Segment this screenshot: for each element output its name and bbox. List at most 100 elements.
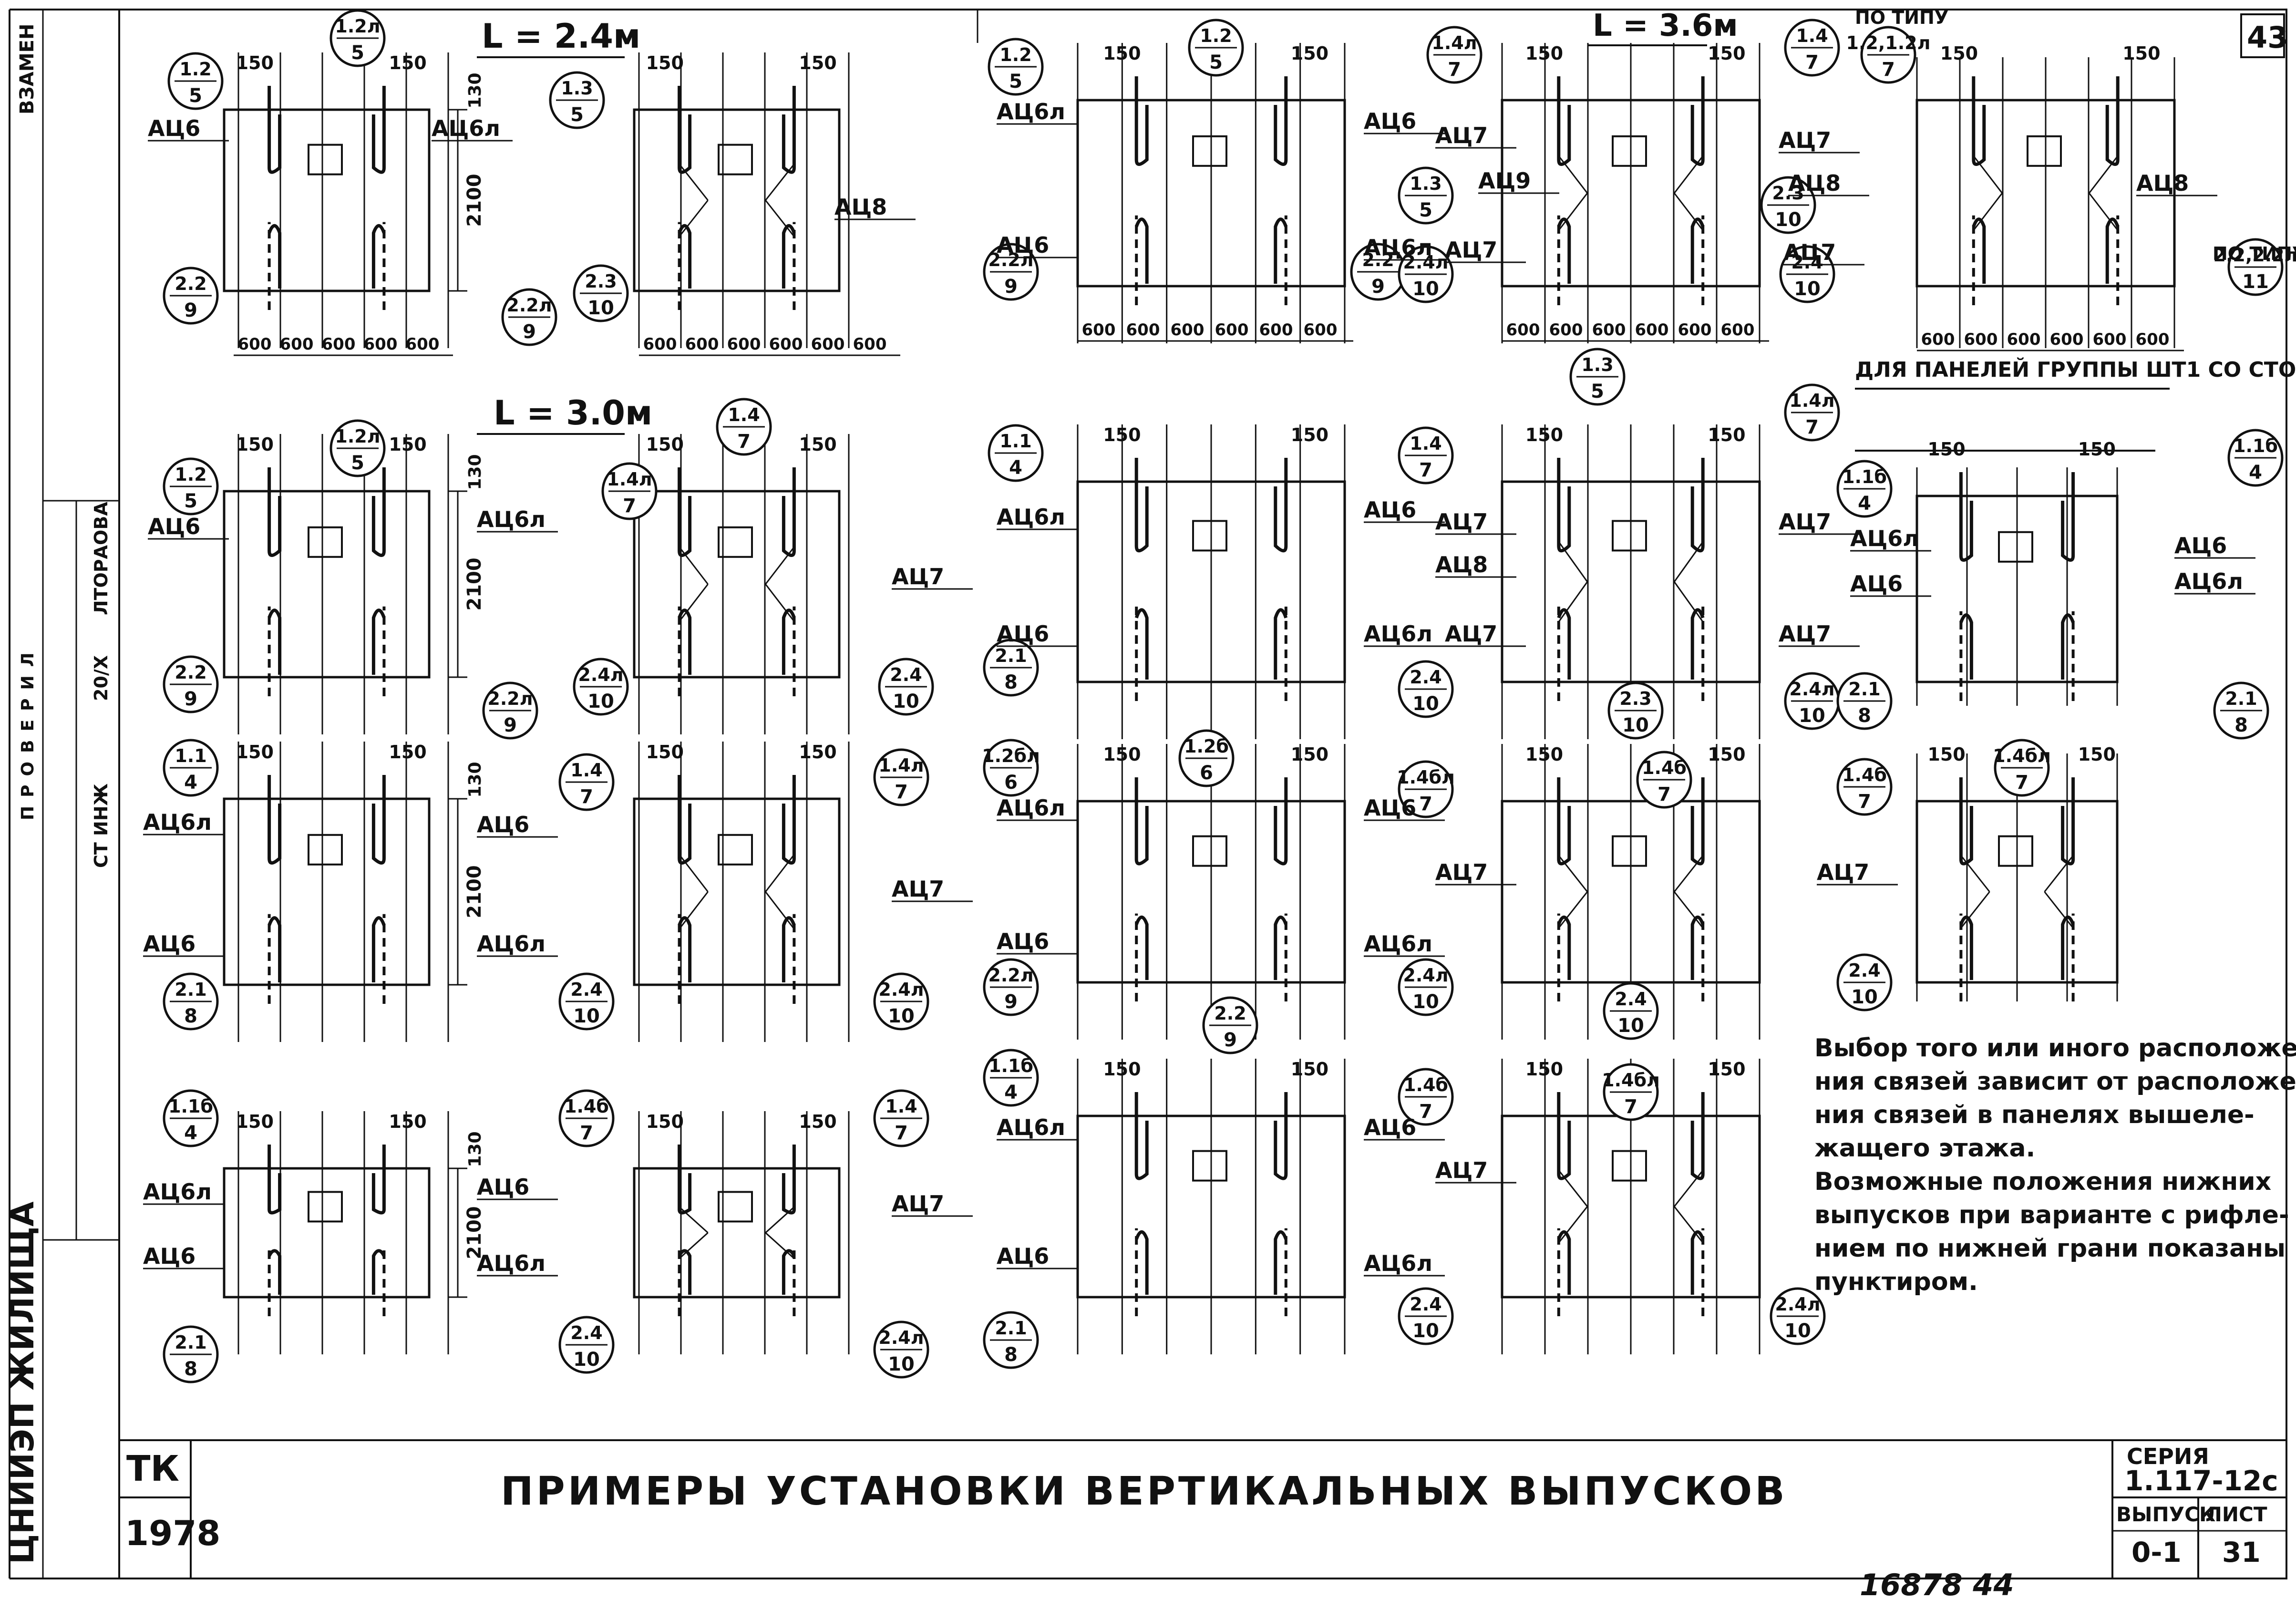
dim-150: 150 [1525, 1059, 1563, 1080]
callout-bubble: 2.18 [1836, 672, 1893, 730]
dim-150: 150 [1103, 744, 1141, 765]
note-line: Выбор того или иного расположе- [1814, 1034, 2296, 1063]
rebar-hook-top [1134, 76, 1149, 166]
dim-150: 150 [646, 1111, 684, 1132]
rebar-label: АЦ6 [477, 1174, 529, 1200]
bubble-numerator: 1.4л [1431, 32, 1477, 53]
rebar-hook-bottom [782, 224, 796, 289]
callout-bubble: 1.4л7 [1784, 383, 1840, 442]
bubble-numerator: 1.4 [1796, 25, 1828, 46]
brace [679, 584, 709, 622]
brace [1558, 891, 1588, 928]
panel-outline [633, 490, 841, 679]
dim-600: 600 [1964, 330, 1998, 349]
stamp-org: ЦНИИЭП ЖИЛИЩА [4, 1201, 41, 1564]
rebar-label: АЦ7 [1435, 123, 1488, 148]
callout-bubble: 2.410 [1398, 660, 1454, 718]
callout-bubble: 2.2л9 [482, 681, 538, 740]
rebar-label: АЦ7 [1435, 1157, 1488, 1183]
dim-130: 130 [465, 72, 485, 108]
rebar-hook-bottom [371, 609, 386, 675]
bubble-numerator: 2.4 [1791, 252, 1823, 273]
rebar-hook-bottom [2061, 915, 2075, 980]
bubble-numerator: 1.2л [335, 426, 380, 447]
rebar-hook-top [1134, 458, 1149, 553]
rebar-hook-bottom [371, 916, 386, 982]
dim-600: 600 [2050, 330, 2084, 349]
series-label: СЕРИЯ [2127, 1444, 2209, 1469]
dim-150: 150 [1927, 744, 1965, 765]
rebar-hook-bottom [1557, 608, 1571, 680]
note-line: нием по нижней грани показаны [1814, 1234, 2286, 1263]
bubble-denominator: 9 [504, 714, 517, 736]
rebar-label: АЦ7 [1435, 509, 1488, 535]
rebar-label: АЦ6л [997, 1114, 1065, 1140]
dim-600: 600 [280, 335, 314, 354]
bubble-numerator: 2.4 [570, 1322, 602, 1343]
dim-150: 150 [1525, 43, 1563, 64]
list-label: ЛИСТ [2205, 1503, 2267, 1526]
rebar-hook-top [2061, 777, 2075, 866]
dim-600: 600 [406, 335, 440, 354]
rebar-hook-top [782, 775, 796, 865]
stamp-vzamen: ВЗАМЕН [16, 24, 38, 114]
dim-150: 150 [646, 742, 684, 763]
rebar-label: АЦ6л [997, 504, 1065, 530]
issue-label: ВЫПУСК [2116, 1503, 2215, 1526]
callout-bubble: 2.310 [573, 264, 629, 322]
dim-150: 150 [1103, 1059, 1141, 1080]
bubble-denominator: 8 [184, 1358, 197, 1380]
callout-bubble: 1.1б4 [2227, 429, 2284, 487]
brace [2089, 155, 2119, 194]
dim-150: 150 [646, 52, 684, 73]
dim-150: 150 [389, 1111, 426, 1132]
bubble-numerator: 1.4 [728, 404, 760, 425]
bubble-numerator: 1.4л [878, 755, 924, 776]
panel-outline [223, 797, 431, 986]
callout-bubble: 2.29 [1350, 243, 1406, 301]
dim-150: 150 [1708, 43, 1745, 64]
bubble-numerator: 2.2л [988, 965, 1033, 986]
bubble-denominator: 7 [1882, 59, 1895, 81]
rebar-label: АЦ6 [148, 514, 200, 539]
bubble-numerator: 2.4л [878, 1327, 924, 1348]
rebar-hook-bottom [1134, 915, 1149, 980]
window-opening [2027, 135, 2062, 167]
note-line: ния связей зависит от расположе- [1814, 1067, 2296, 1096]
dim-600: 600 [685, 335, 719, 354]
dim-150: 150 [1525, 424, 1563, 445]
rebar-hook-top [782, 1145, 796, 1215]
rebar-label: АЦ6 [477, 812, 529, 837]
bubble-numerator: 2.4 [890, 664, 922, 685]
rebar-hook-bottom [1274, 608, 1288, 680]
bubble-denominator: 7 [1448, 59, 1461, 81]
rebar-hook-top [1274, 1092, 1288, 1180]
bubble-numerator: 2.1 [1848, 679, 1880, 700]
dim-2100: 2100 [463, 865, 485, 918]
dim-150: 150 [799, 52, 836, 73]
bubble-numerator: 1.4б [564, 1096, 609, 1117]
brace [1558, 193, 1588, 231]
window-opening [1612, 1150, 1647, 1182]
brace [1960, 891, 1990, 928]
panel-outline [633, 1167, 841, 1299]
rebar-hook-bottom [678, 224, 692, 289]
bubble-denominator: 9 [523, 321, 536, 343]
window-opening [1998, 835, 2033, 867]
bubble-numerator: 1.4 [885, 1096, 917, 1117]
rebar-hook-bottom [2105, 217, 2120, 284]
bubble-numerator: 2.4 [1615, 989, 1647, 1010]
rebar-hook-bottom [1557, 915, 1571, 980]
bubble-denominator: 7 [895, 781, 908, 803]
panel-outline [633, 108, 841, 292]
dim-600: 600 [1304, 320, 1338, 340]
